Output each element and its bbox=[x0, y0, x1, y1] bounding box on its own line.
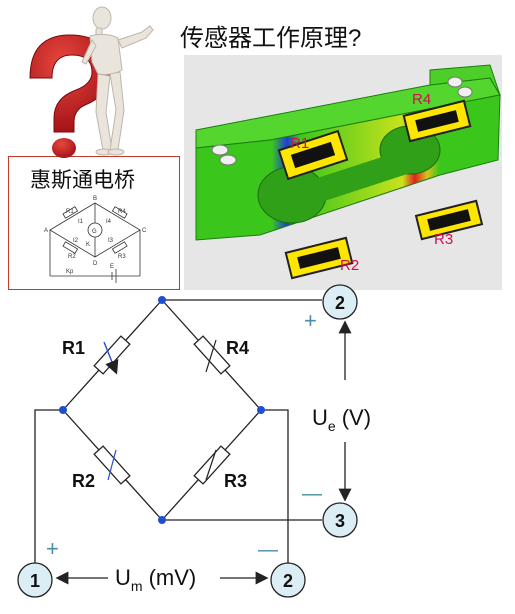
small-label-r3: R3 bbox=[118, 254, 126, 260]
gauge-r1-icon bbox=[277, 129, 349, 181]
gauge-r4-icon bbox=[402, 99, 472, 143]
terminal-2-top-label: 2 bbox=[335, 293, 345, 313]
small-label-a: A bbox=[44, 228, 48, 234]
gauge-r3-icon bbox=[414, 199, 484, 241]
terminal-2-bottom: 2 bbox=[270, 562, 306, 598]
plus-sign-top: + bbox=[304, 308, 317, 333]
terminal-3-label: 3 bbox=[335, 511, 345, 531]
resistor-label-r2: R2 bbox=[72, 471, 95, 491]
node-right bbox=[257, 406, 265, 414]
resistor-r1 bbox=[93, 335, 131, 375]
small-label-i2: I2 bbox=[73, 238, 79, 244]
node-bottom bbox=[158, 516, 166, 524]
small-label-r1: R1 bbox=[66, 209, 74, 215]
load-cell-image: R1 R4 R2 R3 bbox=[184, 55, 502, 290]
small-label-d: D bbox=[93, 261, 98, 267]
terminal-1: 1 bbox=[17, 562, 53, 598]
small-label-b: B bbox=[93, 196, 97, 202]
small-label-r2: R2 bbox=[68, 254, 76, 260]
small-bridge-labels: B R1 R4 I1 I4 A C K R2 R3 D I2 I3 Kp E G bbox=[44, 196, 147, 275]
gauge-label-r4: R4 bbox=[412, 91, 431, 108]
small-label-g: G bbox=[92, 229, 97, 235]
gauge-label-r3: R3 bbox=[434, 231, 453, 248]
minus-sign-right: — bbox=[302, 483, 322, 505]
plus-sign-left: + bbox=[46, 536, 59, 561]
resistor-r2 bbox=[93, 445, 131, 485]
small-label-i4: I4 bbox=[106, 219, 112, 225]
terminal-1-label: 1 bbox=[30, 571, 40, 591]
small-label-e: E bbox=[110, 264, 114, 270]
node-top bbox=[158, 296, 166, 304]
terminal-2-top: 2 bbox=[322, 284, 358, 320]
small-label-i3: I3 bbox=[108, 238, 114, 244]
resistor-r3 bbox=[193, 445, 231, 485]
gauge-label-r2: R2 bbox=[340, 257, 359, 274]
resistor-r4 bbox=[193, 335, 231, 375]
ue-label: Ue(V) bbox=[312, 405, 371, 434]
small-label-k: K bbox=[86, 242, 90, 248]
small-label-c: C bbox=[142, 228, 147, 234]
page-title: 传感器工作原理? bbox=[180, 25, 362, 52]
wire-right-to-terminal-2b bbox=[261, 409, 289, 565]
terminal-2-bottom-label: 2 bbox=[283, 571, 293, 591]
resistor-label-r1: R1 bbox=[62, 338, 85, 358]
small-label-kp: Kp bbox=[66, 269, 74, 275]
small-bridge-schematic bbox=[49, 202, 141, 283]
mannequin-icon bbox=[81, 6, 154, 156]
resistor-label-r3: R3 bbox=[224, 471, 247, 491]
terminal-3: 3 bbox=[322, 502, 358, 538]
small-label-r4: R4 bbox=[118, 209, 126, 215]
gauge-r2-icon bbox=[284, 236, 354, 280]
minus-sign-bottom: — bbox=[258, 539, 278, 561]
resistor-label-r4: R4 bbox=[226, 338, 249, 358]
question-mark-illustration bbox=[29, 34, 111, 158]
gauge-label-r1: R1 bbox=[290, 135, 309, 152]
node-left bbox=[59, 406, 67, 414]
um-label: Um(mV) bbox=[115, 565, 196, 594]
small-label-i1: I1 bbox=[78, 219, 84, 225]
bridge-box-title: 惠斯通电桥 bbox=[30, 169, 135, 192]
wire-left-to-terminal-1 bbox=[34, 409, 63, 565]
